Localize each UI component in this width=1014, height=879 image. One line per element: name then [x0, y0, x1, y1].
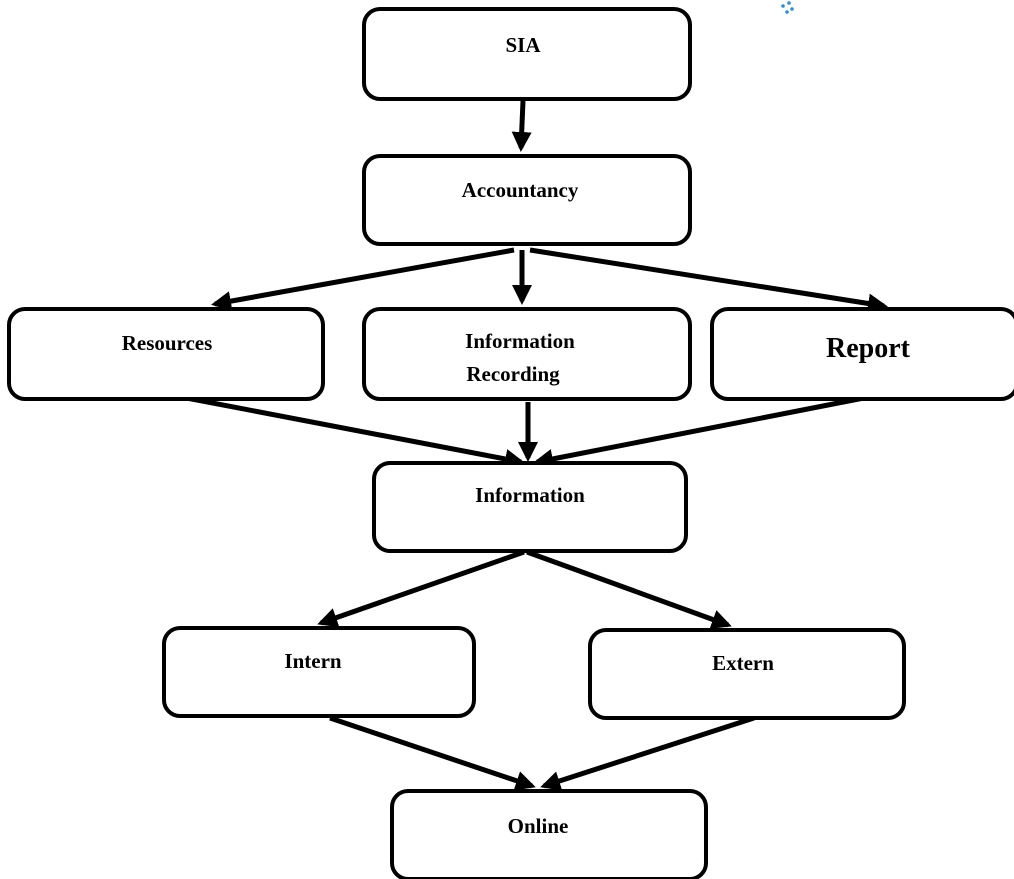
edge-intern-to-online	[329, 715, 536, 791]
node-report-label: Report	[826, 333, 911, 364]
node-information-label: Information	[475, 483, 585, 507]
node-extern-label: Extern	[712, 651, 774, 675]
node-sia-label: SIA	[505, 33, 541, 57]
node-report: Report	[710, 307, 1014, 401]
node-intern: Intern	[162, 626, 476, 718]
node-online: Online	[390, 789, 708, 879]
node-accountancy: Accountancy	[362, 154, 692, 246]
edge-resources-to-information	[175, 393, 525, 469]
node-extern: Extern	[588, 628, 906, 720]
node-intern-label: Intern	[284, 649, 341, 673]
edge-information-to-intern	[317, 549, 525, 628]
edge-accountancy-to-resources	[211, 247, 515, 311]
node-accountancy-label: Accountancy	[462, 178, 579, 202]
node-information-recording-label-line1: Information	[465, 329, 575, 353]
corner-logo-fragment	[781, 1, 794, 14]
node-information-recording-label-line2: Recording	[466, 362, 560, 386]
node-sia: SIA	[362, 7, 692, 101]
node-resources-label: Resources	[122, 331, 213, 355]
edge-sia-to-accountancy	[511, 100, 532, 152]
edge-information-to-extern	[526, 549, 732, 629]
edge-accountancy-to-report	[529, 247, 888, 314]
node-online-label: Online	[508, 814, 569, 838]
edge-report-to-information	[533, 393, 875, 469]
node-information-recording: Information Recording	[362, 307, 692, 401]
node-resources: Resources	[7, 307, 325, 401]
edge-extern-to-online	[540, 715, 755, 791]
node-information: Information	[372, 461, 688, 553]
